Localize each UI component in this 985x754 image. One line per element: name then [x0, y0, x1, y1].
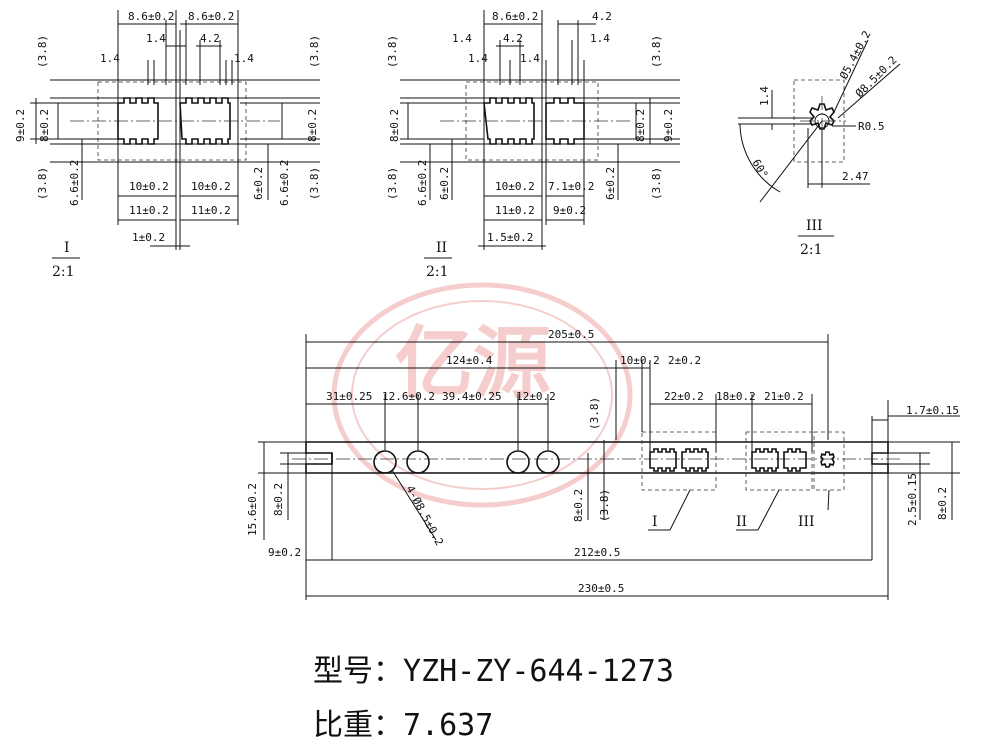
- model-value: YZH-ZY-644-1273: [403, 654, 674, 689]
- callout-I: I: [652, 514, 658, 530]
- dim-II-6-right: 6±0.2: [604, 167, 617, 200]
- dim-II-4-2-top: 4.2: [592, 10, 612, 23]
- callout-II: II: [736, 514, 747, 530]
- dim-I-3-8-br: (3.8): [308, 167, 321, 200]
- detail-III-label: III: [806, 218, 823, 234]
- dim-main-230: 230±0.5: [578, 582, 624, 595]
- dim-main-12-6: 12.6±0.2: [382, 390, 435, 403]
- dim-main-31: 31±0.25: [326, 390, 372, 403]
- dim-I-10-right: 10±0.2: [191, 180, 231, 193]
- dim-II-10: 10±0.2: [495, 180, 535, 193]
- dim-II-8-right: 8±0.2: [634, 109, 647, 142]
- detail-I: 8.6±0.2 8.6±0.2 1.4 4.2 1.4 1.4 10±0.2 1…: [14, 10, 321, 280]
- dim-main-holes: 4-Ø8.5±0.2: [403, 483, 446, 548]
- dim-I-8-6-left: 8.6±0.2: [128, 10, 174, 23]
- dim-II-7-1: 7.1±0.2: [548, 180, 594, 193]
- weight-label: 比重：: [313, 708, 403, 743]
- dim-I-8-right: 8±0.2: [306, 109, 319, 142]
- dim-II-1-4-a: 1.4: [452, 32, 472, 45]
- dim-main-124: 124±0.4: [446, 354, 493, 367]
- watermark-logo: 亿源: [331, 282, 633, 508]
- dim-II-6-6: 6.6±0.2: [416, 160, 429, 206]
- dim-I-11-right: 11±0.2: [191, 204, 231, 217]
- dim-I-3-8-bl: (3.8): [36, 167, 49, 200]
- dim-I-11-left: 11±0.2: [129, 204, 169, 217]
- dim-II-1-5: 1.5±0.2: [487, 231, 533, 244]
- dim-III-r0-5: R0.5: [858, 120, 885, 133]
- dim-main-15-6: 15.6±0.2: [246, 483, 259, 536]
- dim-II-1-4-b: 1.4: [590, 32, 610, 45]
- dim-III-d8-5: Ø8.5±0.2: [853, 53, 900, 100]
- callout-III: III: [798, 514, 815, 530]
- dim-III-2-47: 2.47: [842, 170, 869, 183]
- dim-main-2-5: 2.5±0.15: [906, 473, 919, 526]
- dim-I-3-8-tl: (3.8): [36, 35, 49, 68]
- dim-main-2: 2±0.2: [668, 354, 701, 367]
- dim-III-angle: 60°: [749, 157, 770, 181]
- detail-I-label: I: [64, 240, 70, 256]
- dim-main-3-8-bot: (3.8): [598, 489, 611, 522]
- dim-II-6-left: 6±0.2: [438, 167, 451, 200]
- dim-II-8-left: 8±0.2: [388, 109, 401, 142]
- dim-I-8-6-right: 8.6±0.2: [188, 10, 234, 23]
- dim-II-9: 9±0.2: [553, 204, 586, 217]
- dim-III-1-4: 1.4: [758, 86, 771, 106]
- detail-I-scale: 2:1: [52, 264, 75, 280]
- watermark-text: 亿源: [395, 319, 551, 409]
- weight-line: 比重：7.637: [313, 700, 493, 744]
- dim-I-6-6-left: 6.6±0.2: [68, 160, 81, 206]
- dim-I-4-2: 4.2: [200, 32, 220, 45]
- dim-II-11: 11±0.2: [495, 204, 535, 217]
- dim-main-39-4: 39.4±0.25: [442, 390, 502, 403]
- dim-III-d5-4: Ø5.4±0.2: [837, 29, 873, 82]
- dim-I-6-right: 6±0.2: [252, 167, 265, 200]
- dim-II-8-6: 8.6±0.2: [492, 10, 538, 23]
- dim-II-4-2: 4.2: [503, 32, 523, 45]
- dim-main-21: 21±0.2: [764, 390, 804, 403]
- model-label: 型号：: [313, 654, 403, 689]
- dim-main-12: 12±0.2: [516, 390, 556, 403]
- dim-I-1-4-b: 1.4: [100, 52, 120, 65]
- dim-main-212: 212±0.5: [574, 546, 620, 559]
- dim-II-3-8-bl: (3.8): [386, 167, 399, 200]
- dim-main-8-left: 8±0.2: [272, 483, 285, 516]
- detail-II-scale: 2:1: [426, 264, 449, 280]
- dim-main-9: 9±0.2: [268, 546, 301, 559]
- dim-I-6-6-right: 6.6±0.2: [278, 160, 291, 206]
- detail-II: 8.6±0.2 4.2 1.4 4.2 1.4 1.4 1.4 10±0.2 7…: [386, 10, 680, 280]
- dim-I-1-4-c: 1.4: [234, 52, 254, 65]
- dim-I-3-8-tr: (3.8): [308, 35, 321, 68]
- dim-I-1: 1±0.2: [132, 231, 165, 244]
- dim-main-1-7: 1.7±0.15: [906, 404, 959, 417]
- dim-II-3-8-tr: (3.8): [650, 35, 663, 68]
- dim-I-9: 9±0.2: [14, 109, 27, 142]
- detail-II-label: II: [436, 240, 447, 256]
- model-line: 型号：YZH-ZY-644-1273: [313, 646, 674, 690]
- detail-III-scale: 2:1: [800, 242, 823, 258]
- dim-main-205: 205±0.5: [548, 328, 594, 341]
- main-view: 205±0.5 124±0.4 10±0.2 2±0.2 31±0.25 12.…: [246, 328, 960, 600]
- detail-III: Ø5.4±0.2 Ø8.5±0.2 R0.5 1.4 60° 2.47 III …: [738, 29, 901, 258]
- dim-II-3-8-br: (3.8): [650, 167, 663, 200]
- dim-I-10-left: 10±0.2: [129, 180, 169, 193]
- weight-value: 7.637: [403, 708, 494, 743]
- dim-main-10: 10±0.2: [620, 354, 660, 367]
- dim-main-8-mid: 8±0.2: [572, 489, 585, 522]
- dim-main-18: 18±0.2: [716, 390, 756, 403]
- dim-II-3-8-tl: (3.8): [386, 35, 399, 68]
- dim-I-8-left: 8±0.2: [38, 109, 51, 142]
- dim-main-22: 22±0.2: [664, 390, 704, 403]
- dim-main-8-right: 8±0.2: [936, 487, 949, 520]
- dim-I-1-4-a: 1.4: [146, 32, 166, 45]
- dim-II-1-4-c: 1.4: [468, 52, 488, 65]
- dim-II-9-right: 9±0.2: [662, 109, 675, 142]
- dim-II-1-4-d: 1.4: [520, 52, 540, 65]
- dim-main-3-8-top: (3.8): [588, 397, 601, 430]
